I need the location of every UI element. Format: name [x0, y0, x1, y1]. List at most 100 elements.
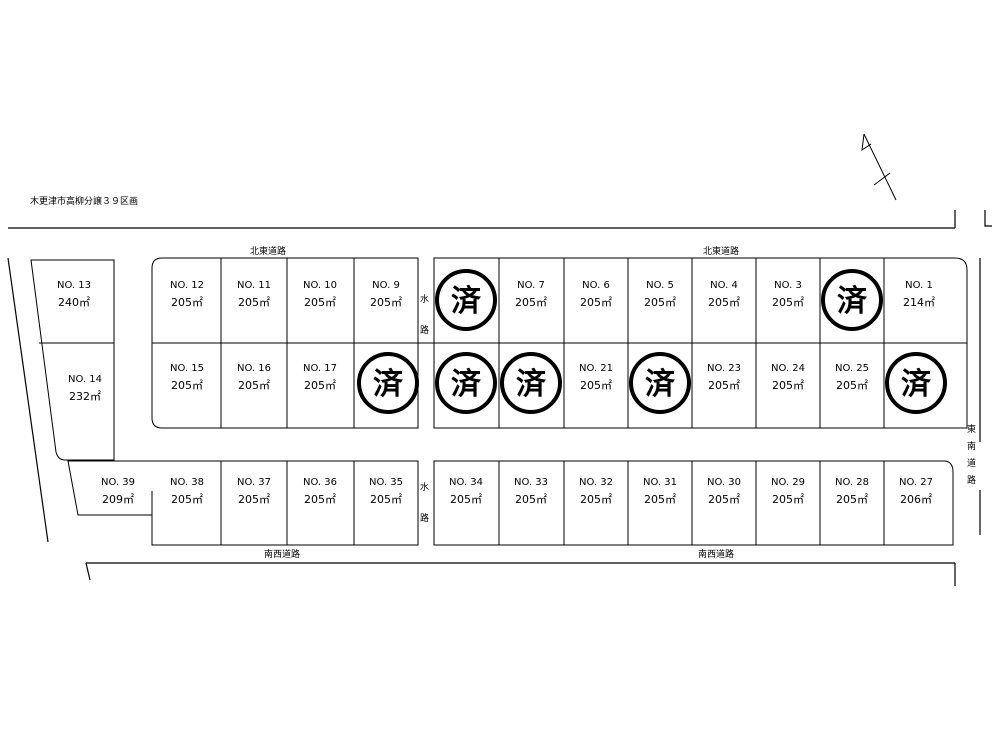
lot-number: NO. 24: [771, 363, 805, 374]
lot-sold: 済: [885, 352, 947, 414]
lot-number: NO. 29: [771, 477, 805, 488]
sold-stamp-label: 済: [516, 367, 547, 402]
sold-stamp-label: 済: [451, 367, 482, 402]
lot-number: NO. 27: [899, 477, 933, 488]
lot-area: 205㎡: [580, 379, 612, 392]
lot-number: NO. 34: [449, 477, 483, 488]
lot-number: NO. 31: [643, 477, 677, 488]
lot-sold: 済: [821, 269, 883, 331]
lot-number: NO. 14: [68, 374, 102, 385]
sold-stamp-circle: [435, 352, 497, 414]
lot-number: NO. 7: [517, 280, 545, 291]
lot-area: 205㎡: [304, 296, 336, 309]
lot: NO. 31 205㎡: [643, 477, 677, 506]
sold-stamp-circle: [435, 269, 497, 331]
lot: NO. 34 205㎡: [449, 477, 483, 506]
sold-stamp-label: 済: [837, 284, 868, 319]
lot-area: 205㎡: [171, 379, 203, 392]
lot-sold: 済: [500, 352, 562, 414]
lot-number: NO. 13: [57, 280, 91, 291]
lot-number: NO. 39: [101, 477, 135, 488]
lot-area: 206㎡: [900, 493, 932, 506]
lot: NO. 7 205㎡: [515, 280, 547, 309]
lot-number: NO. 33: [514, 477, 548, 488]
lot: NO. 10 205㎡: [303, 280, 337, 309]
lot-area: 205㎡: [772, 493, 804, 506]
lot: NO. 11 205㎡: [237, 280, 271, 309]
lot-sold: 済: [357, 352, 419, 414]
lot: NO. 13 240㎡: [57, 280, 91, 309]
lot-area: 240㎡: [58, 296, 90, 309]
sold-stamp-label: 済: [373, 367, 404, 402]
lot-area: 232㎡: [69, 390, 101, 403]
lot: NO. 15 205㎡: [170, 363, 204, 392]
lot-number: NO. 11: [237, 280, 271, 291]
lot-area: 205㎡: [238, 296, 270, 309]
lot-area: 205㎡: [836, 379, 868, 392]
lot-area: 205㎡: [772, 296, 804, 309]
sold-stamp-circle: [821, 269, 883, 331]
lot-area: 205㎡: [644, 493, 676, 506]
lot-number: NO. 5: [646, 280, 674, 291]
lot-area: 205㎡: [644, 296, 676, 309]
lot-number: NO. 10: [303, 280, 337, 291]
lot: NO. 33 205㎡: [514, 477, 548, 506]
road-label-south-west-right: 南西道路: [698, 548, 734, 560]
sold-stamp-circle: [885, 352, 947, 414]
lot-number: NO. 4: [710, 280, 738, 291]
lot-number: NO. 38: [170, 477, 204, 488]
lot-area: 205㎡: [708, 296, 740, 309]
lot-number: NO. 36: [303, 477, 337, 488]
lot-sold: 済: [435, 352, 497, 414]
lot-area: 205㎡: [580, 493, 612, 506]
lot-area: 205㎡: [238, 493, 270, 506]
north-arrow-icon: [861, 133, 897, 201]
lot-area: 205㎡: [450, 493, 482, 506]
road-label-north-east-right: 北東道路: [703, 245, 739, 257]
lot: NO. 14 232㎡: [68, 374, 102, 403]
lot: NO. 4 205㎡: [708, 280, 740, 309]
lot-sold: 済: [629, 352, 691, 414]
lot: NO. 17 205㎡: [303, 363, 337, 392]
sold-stamp-label: 済: [451, 284, 482, 319]
plat-title: 木更津市高柳分譲３９区画: [30, 195, 138, 207]
lot-number: NO. 15: [170, 363, 204, 374]
lot-area: 205㎡: [238, 379, 270, 392]
sold-stamp-label: 済: [901, 367, 932, 402]
lot-area: 205㎡: [515, 296, 547, 309]
lot-number: NO. 25: [835, 363, 869, 374]
lot: NO. 25 205㎡: [835, 363, 869, 392]
lot-dividers: [220, 258, 885, 545]
lot: NO. 9 205㎡: [370, 280, 402, 309]
lot-area: 205㎡: [708, 379, 740, 392]
sold-stamp-circle: [629, 352, 691, 414]
lot: NO. 29 205㎡: [771, 477, 805, 506]
lot-area: 205㎡: [171, 493, 203, 506]
lot-area: 205㎡: [370, 296, 402, 309]
lot-area: 205㎡: [836, 493, 868, 506]
lot-number: NO. 9: [372, 280, 400, 291]
lot-number: NO. 32: [579, 477, 613, 488]
lot-number: NO. 6: [582, 280, 610, 291]
lot-area: 205㎡: [515, 493, 547, 506]
road-label-east-south: 東南道路: [965, 423, 976, 492]
lot-area: 205㎡: [171, 296, 203, 309]
road-label-north-east-left: 北東道路: [250, 245, 286, 257]
road-label-south-west-left: 南西道路: [264, 548, 300, 560]
lot-area: 205㎡: [304, 379, 336, 392]
sold-stamp-circle: [500, 352, 562, 414]
lot-area: 205㎡: [708, 493, 740, 506]
lot-number: NO. 17: [303, 363, 337, 374]
lot-number: NO. 3: [774, 280, 802, 291]
waterway-label-upper: 水路: [418, 293, 429, 356]
